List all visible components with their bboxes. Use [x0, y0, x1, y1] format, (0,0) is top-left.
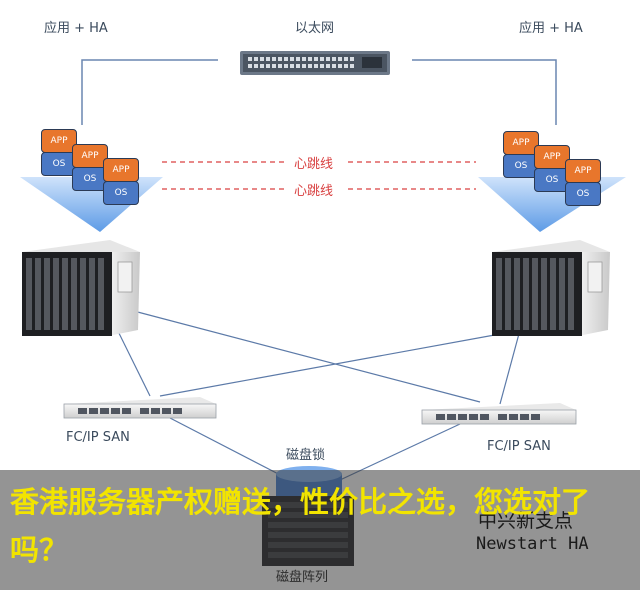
os-block: OS	[565, 182, 601, 206]
label-app-ha-right: 应用 + HA	[519, 21, 583, 36]
san-cable-2	[129, 309, 481, 403]
app-block: APP	[72, 144, 108, 168]
caption-text: 香港服务器产权赠送，性价比之选，您选对了吗？	[10, 485, 591, 567]
app-block: APP	[565, 159, 601, 183]
os-block: OS	[503, 154, 539, 178]
watermark-cn: 中兴新支点	[478, 510, 574, 532]
san-cable-3	[499, 329, 521, 405]
os-block: OS	[72, 167, 108, 191]
app-block: APP	[503, 131, 539, 155]
san-cable-4	[159, 333, 501, 397]
os-block: OS	[103, 181, 139, 205]
app-block: APP	[103, 158, 139, 182]
ethernet-link-left	[81, 59, 218, 125]
label-heartbeat-2: 心跳线	[294, 184, 334, 199]
label-san-left: FC/IP SAN	[66, 430, 130, 445]
label-ethernet: 以太网	[295, 21, 335, 36]
label-app-ha-left: 应用 + HA	[44, 21, 108, 36]
label-disk-lock: 磁盘锁	[286, 448, 326, 463]
os-block: OS	[534, 168, 570, 192]
right-blade-server	[492, 240, 610, 336]
caption-overlay	[0, 470, 640, 590]
right-san-switch	[421, 403, 577, 425]
label-san-right: FC/IP SAN	[487, 439, 551, 454]
ethernet-link-right	[412, 59, 557, 125]
app-block: APP	[534, 145, 570, 169]
watermark-en: Newstart HA	[476, 534, 589, 554]
san-cable-5	[169, 417, 291, 481]
ethernet-switch	[240, 51, 390, 75]
left-san-switch	[63, 397, 217, 419]
label-heartbeat-1: 心跳线	[294, 157, 334, 172]
label-disk-array: 磁盘阵列	[276, 570, 329, 585]
left-blade-server	[22, 240, 140, 336]
